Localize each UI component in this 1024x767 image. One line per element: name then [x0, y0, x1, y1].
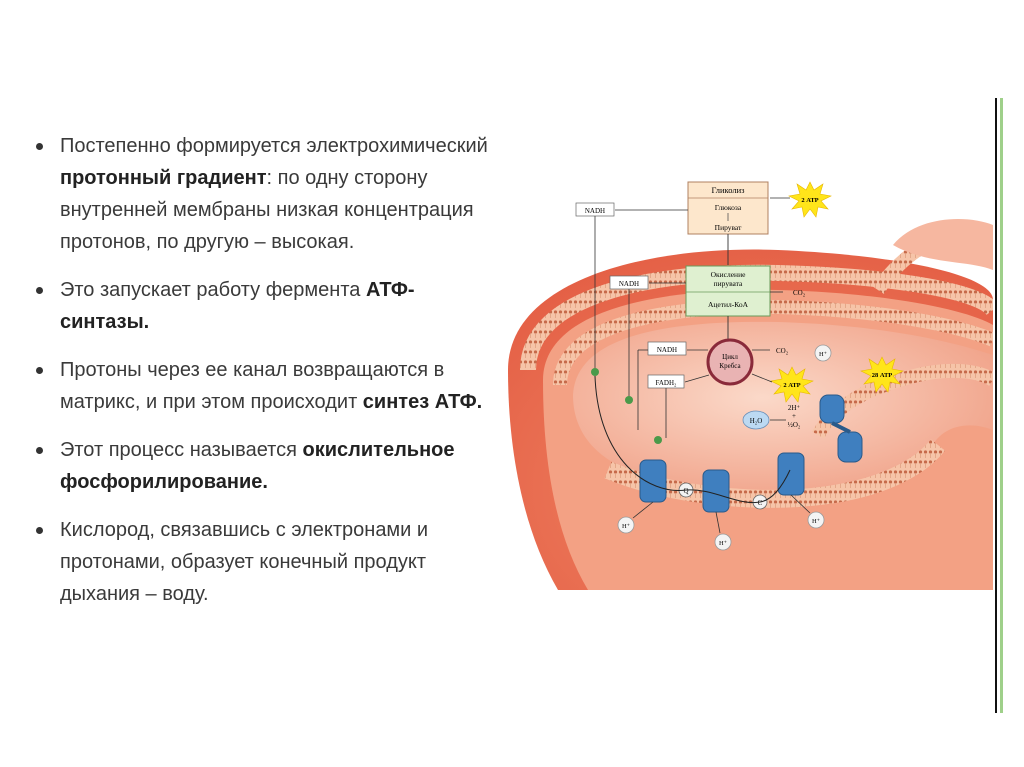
bullet-text: Кислород, связавшись с электронами и про…	[60, 519, 429, 605]
bullet-dot	[36, 367, 43, 374]
bullet-list: Постепенно формируется электрохимический…	[30, 130, 490, 626]
slide-divider	[995, 98, 997, 713]
bullet-text: : по одну сторону внутренней мембраны ни…	[60, 167, 474, 253]
electron-icon	[591, 368, 599, 376]
bullet-text: Постепенно формируется электрохимический	[60, 135, 488, 157]
proton-icon	[617, 516, 635, 534]
glucose-label: Глюкоза	[715, 203, 742, 212]
atp-synthase-head	[819, 394, 845, 424]
water-label: H₂O	[750, 417, 763, 425]
two-h-label: 2H⁺	[788, 404, 801, 412]
plus-label: +	[792, 412, 796, 420]
bullet-text: Это запускает работу фермента	[60, 279, 366, 301]
nadh-label-3: NADH	[657, 346, 677, 354]
bullet-dot	[36, 287, 43, 294]
proton-label: H⁺	[622, 523, 631, 530]
bullet-dot	[36, 447, 43, 454]
mitochondrion-diagram: Гликолиз Глюкоза Пируват 2 АТР NADH Окис…	[498, 170, 1000, 590]
co2-label-1: CO₂	[793, 289, 806, 297]
proton-icon	[807, 511, 825, 529]
crista-lumen	[893, 219, 993, 270]
c-label: C	[758, 499, 763, 507]
acetyl-coa-label: Ацетил-КоА	[708, 300, 749, 309]
bullet-item: Протоны через ее канал возвращаются в ма…	[30, 354, 490, 418]
bullet-dot	[36, 527, 43, 534]
bullet-dot	[36, 143, 43, 150]
pyruvate-label: Пируват	[715, 223, 742, 232]
electron-icon	[625, 396, 633, 404]
complex-iii	[702, 469, 730, 513]
atp-burst-krebs	[770, 366, 814, 403]
krebs-label-2: Кребса	[719, 362, 741, 370]
proton-label: H⁺	[812, 518, 821, 525]
atp-burst-glycolysis	[788, 181, 832, 218]
inner-lipid-band	[553, 299, 996, 386]
slide-accent-bar	[1000, 98, 1003, 713]
atp-krebs-label: 2 АТР	[783, 382, 800, 389]
proton-label: H⁺	[719, 540, 728, 547]
co2-label-2: CO₂	[776, 347, 789, 355]
bullet-item: Этот процесс называется окислительное фо…	[30, 434, 490, 498]
oxidation-label-2: пирувата	[714, 279, 743, 288]
electron-path	[594, 375, 791, 504]
proton-icon	[714, 533, 732, 551]
nadh-label-2: NADH	[619, 280, 639, 288]
atp-synthase-label: 28 АТР	[872, 372, 893, 379]
oxidation-label-1: Окисление	[711, 270, 747, 279]
glycolysis-label: Гликолиз	[711, 185, 745, 195]
electron-icon	[654, 436, 662, 444]
bullet-bold-text: синтез АТФ.	[362, 391, 483, 413]
atp-glycolysis-label: 2 АТР	[801, 197, 818, 204]
krebs-label-1: Цикл	[722, 353, 738, 361]
atp-synthase-base	[837, 431, 863, 463]
mitochondrion-svg: Гликолиз Глюкоза Пируват 2 АТР NADH Окис…	[508, 181, 1000, 590]
bullet-bold-text: АТФ-синтазы.	[60, 279, 415, 333]
nadh-label-1: NADH	[585, 207, 605, 215]
atp-burst-synthase	[860, 356, 904, 393]
q-label: Q	[683, 487, 688, 495]
bullet-item: Кислород, связавшись с электронами и про…	[30, 514, 490, 610]
half-o2-label: ½O₂	[788, 421, 801, 429]
complex-i	[639, 459, 667, 503]
fadh2-label: FADH₂	[656, 379, 678, 387]
krebs-cycle	[706, 338, 754, 386]
nadh-box-3	[647, 341, 687, 356]
bullet-text: Протоны через ее канал возвращаются в ма…	[60, 359, 445, 413]
bullet-item: Это запускает работу фермента АТФ-синтаз…	[30, 274, 490, 338]
bullet-text: Этот процесс называется	[60, 439, 303, 461]
bullet-bold-text: окислительное фосфорилирование.	[60, 439, 455, 493]
proton-icon	[814, 344, 832, 362]
bullet-bold-text: протонный градиент	[60, 167, 267, 189]
proton-label: H⁺	[819, 351, 828, 358]
water-icon	[742, 410, 770, 430]
bullet-item: Постепенно формируется электрохимический…	[30, 130, 490, 258]
complex-iv	[777, 452, 805, 496]
